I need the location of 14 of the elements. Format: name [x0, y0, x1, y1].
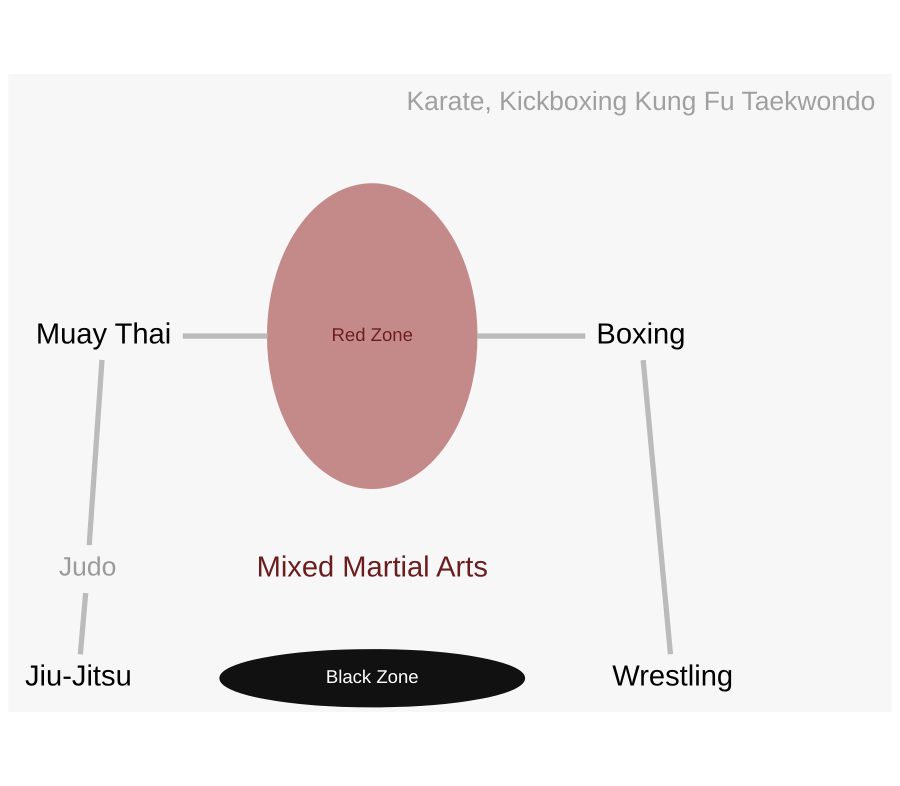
node-text: Jiu-Jitsu [25, 660, 132, 693]
connector [78, 592, 88, 655]
node-text: Judo [58, 552, 116, 582]
node-text: Boxing [596, 318, 686, 350]
node-ellipse: Red Zone [267, 183, 478, 489]
connector [182, 333, 268, 339]
node-text: Wrestling [612, 660, 734, 693]
connector [86, 360, 105, 546]
node-text: Muay Thai [36, 318, 172, 350]
node-ellipse: Black Zone [219, 649, 526, 708]
connector [640, 360, 674, 654]
label: Mixed Martial Arts [256, 551, 488, 584]
label: Karate, Kickboxing Kung Fu Taekwondo [406, 86, 876, 116]
connector [477, 333, 586, 339]
